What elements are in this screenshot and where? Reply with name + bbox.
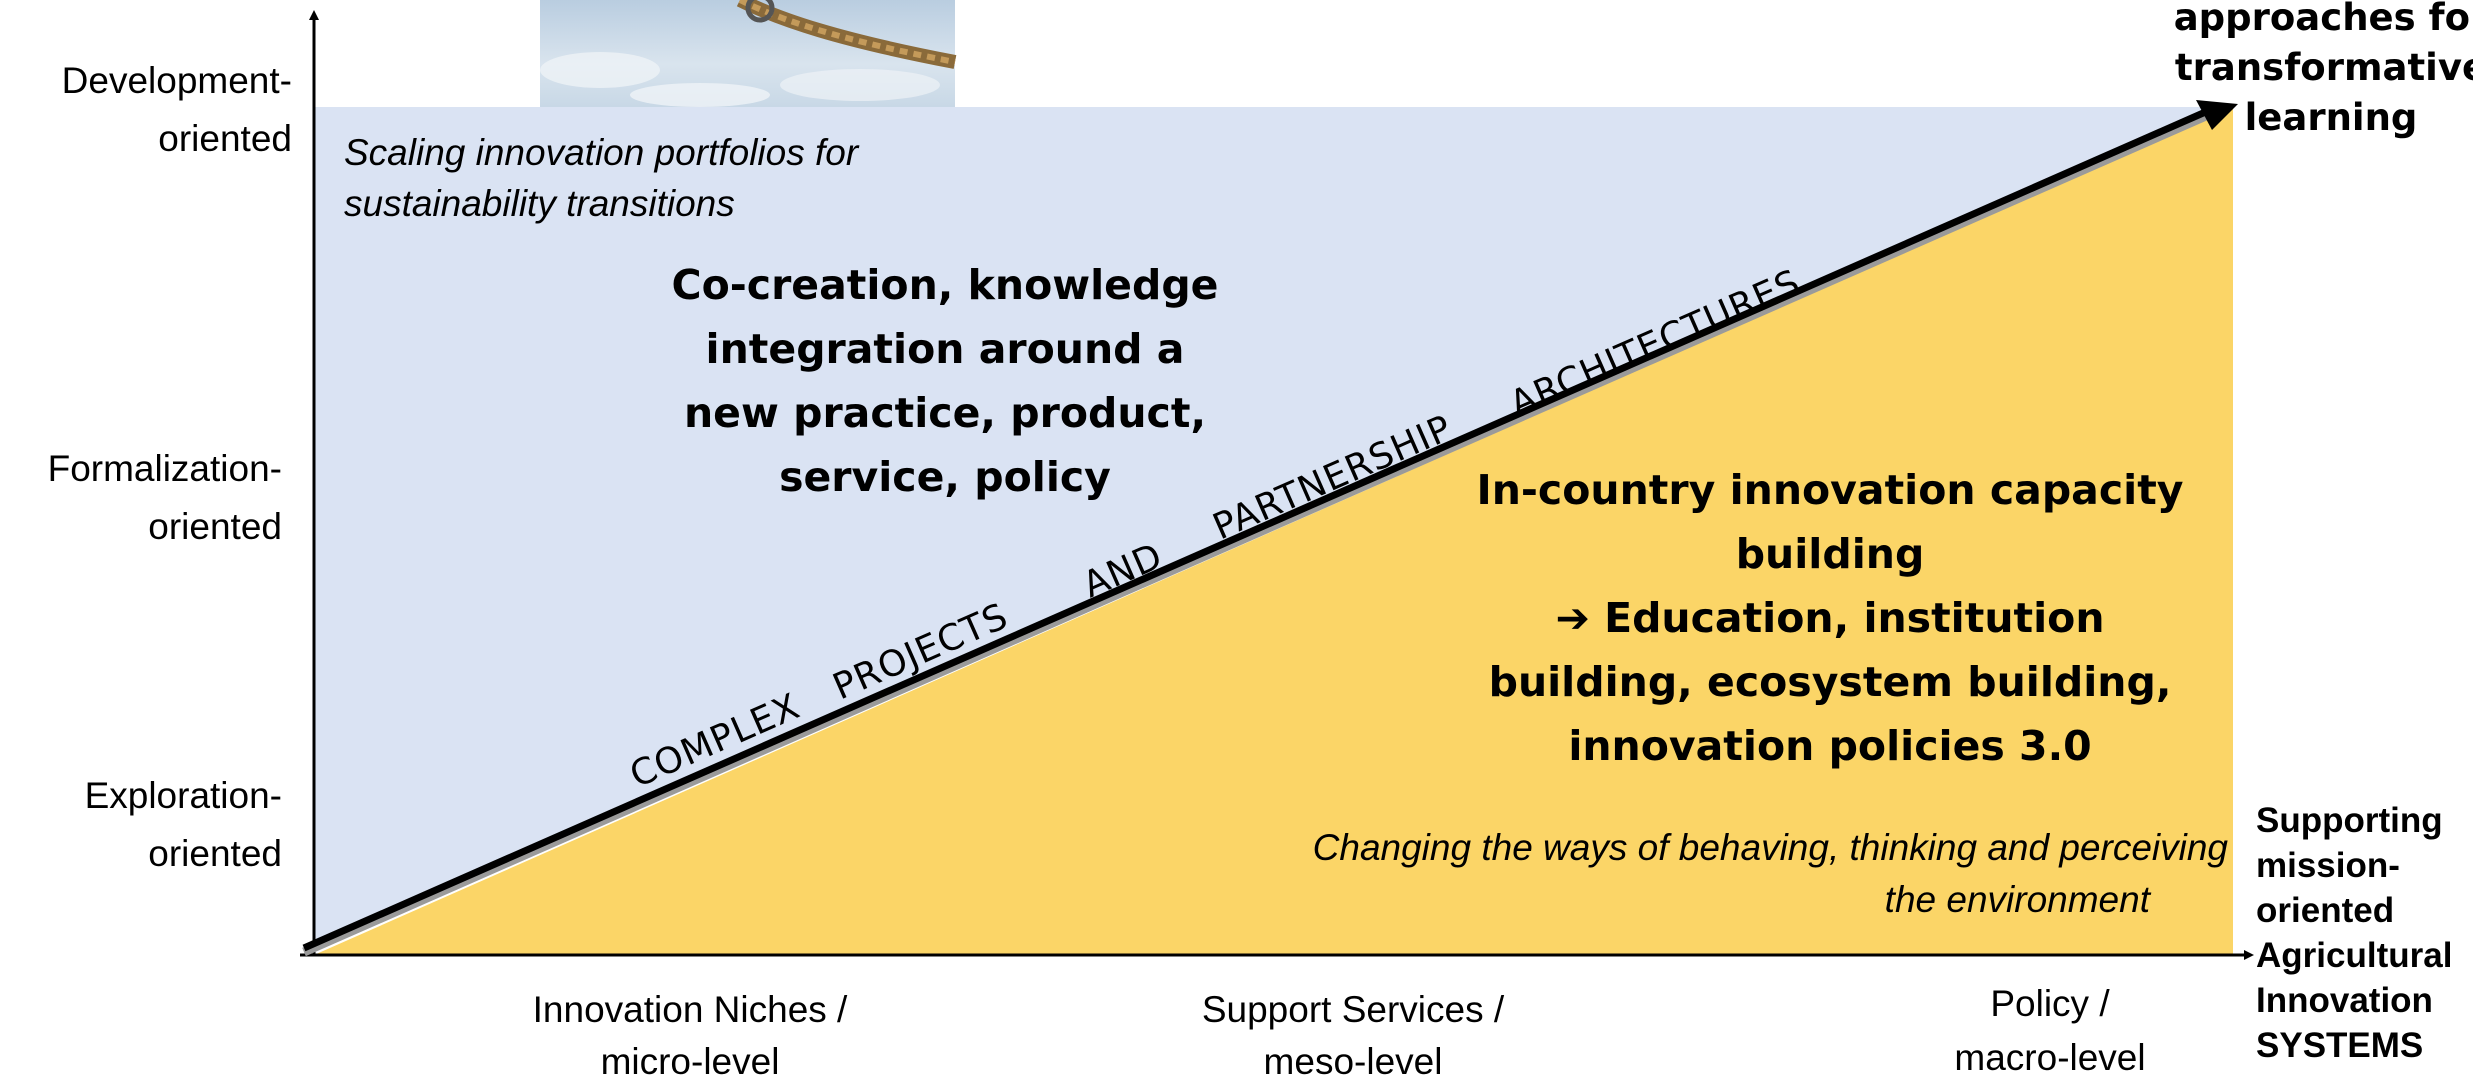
x-label-services: Support Services /meso-level [1202, 989, 1505, 1077]
diagonal-arrow [302, 107, 2217, 957]
y-label-exploration: Exploration-oriented [85, 775, 282, 874]
yellow-region-subtitle: Changing the ways of behaving, thinking … [1313, 827, 2229, 920]
diagonal-arrow-head [2196, 100, 2238, 130]
x-label-policy: Policy /macro-level [1954, 983, 2145, 1077]
y-label-development: Development-oriented [62, 60, 292, 159]
diagonal-arrow-line [302, 106, 2212, 952]
x-label-niches: Innovation Niches /micro-level [533, 989, 848, 1077]
rope-photo [540, 0, 957, 107]
y-label-formalization: Formalization-oriented [48, 448, 282, 547]
